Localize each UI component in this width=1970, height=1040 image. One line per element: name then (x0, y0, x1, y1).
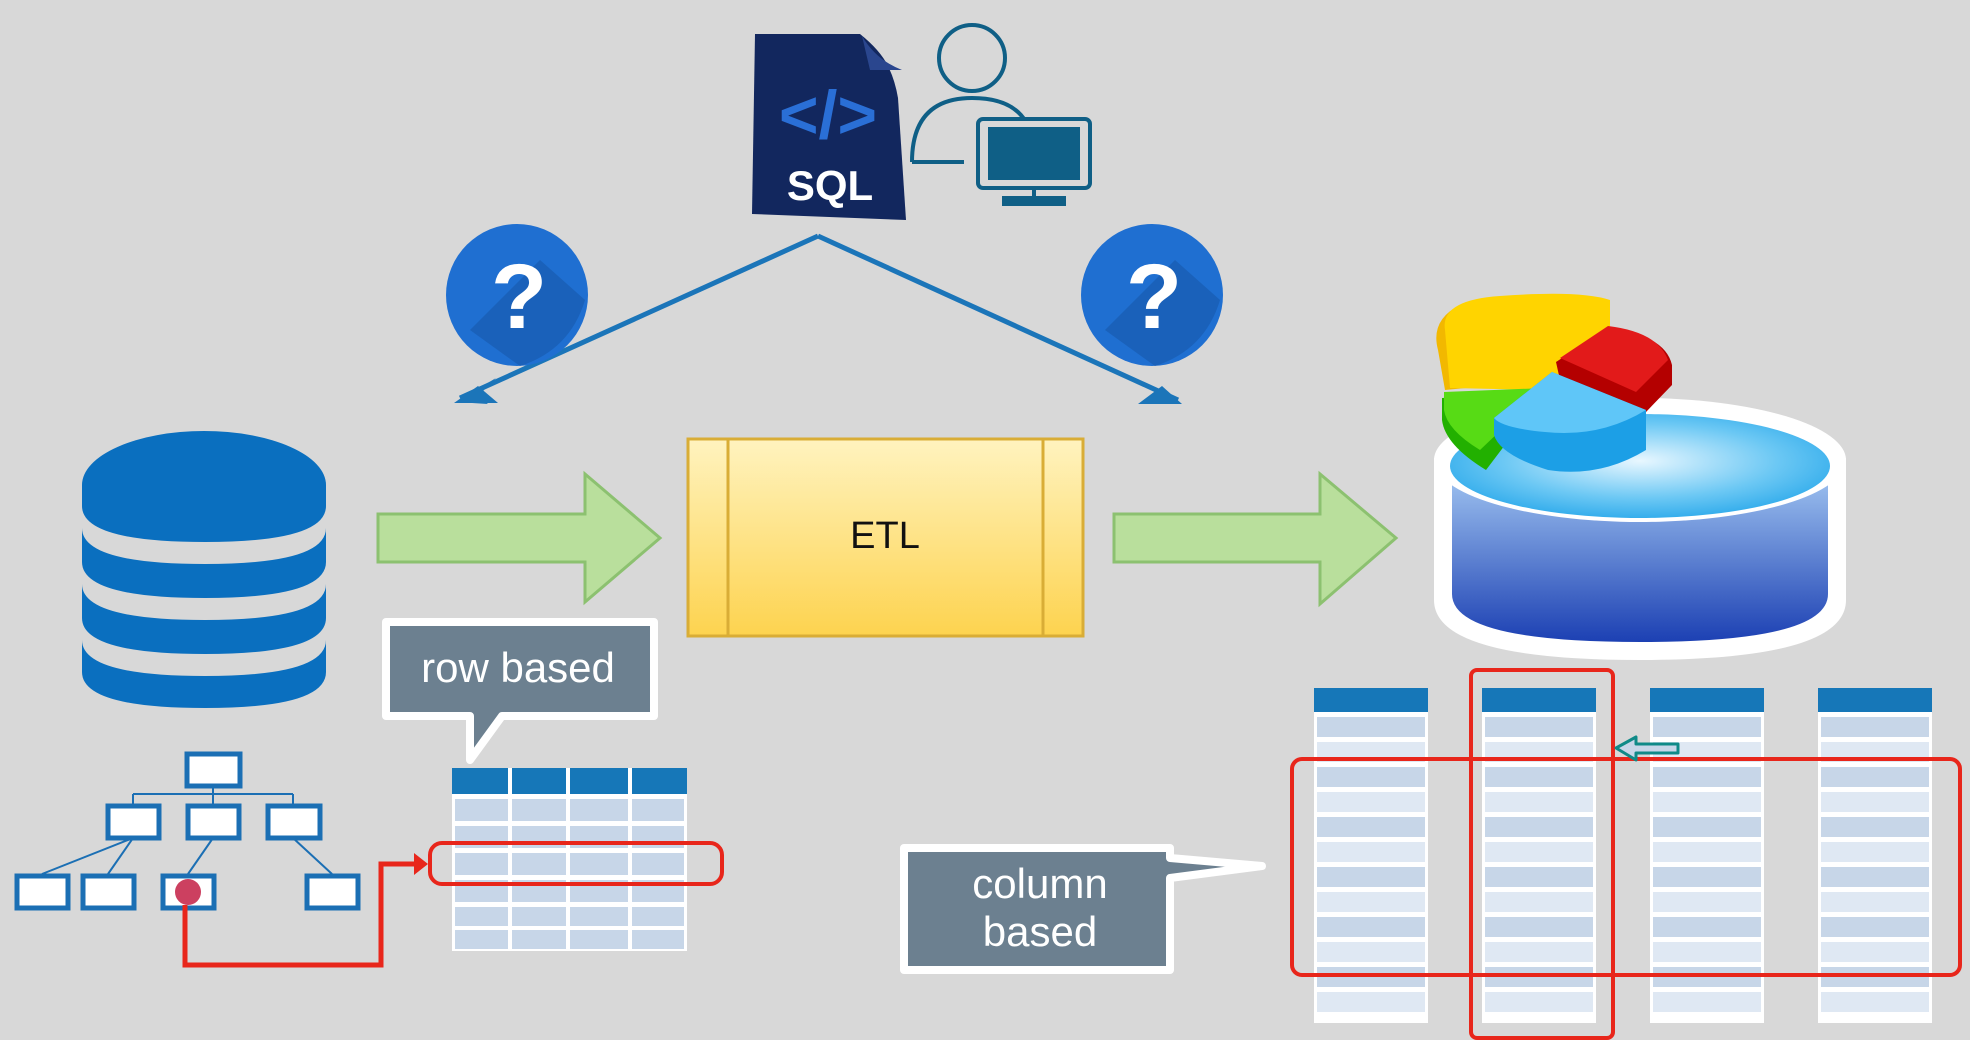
sql-document-icon: </> SQL (752, 34, 906, 220)
question-badge-right: ? (1081, 224, 1223, 366)
column-table (1482, 688, 1596, 1023)
column-based-callout: column based (900, 844, 1266, 974)
arrow-icon (1112, 470, 1399, 608)
user-computer-icon (910, 23, 1092, 206)
arrow-icon (376, 470, 663, 606)
question-icon: ? (1126, 246, 1182, 348)
query-arrows (454, 233, 1182, 404)
table-icon (452, 768, 687, 951)
question-badge-left: ? (446, 224, 588, 366)
row-link-connector (182, 861, 416, 968)
etl-label: ETL (850, 515, 920, 557)
column-table (1314, 688, 1428, 1023)
row-span-highlight (1290, 757, 1962, 977)
tree-icon (14, 751, 361, 911)
sql-label: SQL (787, 162, 873, 209)
arrow-icon (414, 853, 428, 875)
sql-code-glyph: </> (779, 77, 877, 153)
pie-chart-icon (1436, 293, 1672, 472)
question-icon: ? (491, 246, 547, 348)
column-table (1818, 688, 1932, 1023)
row-based-label: row based (421, 644, 615, 691)
data-warehouse-icon (1434, 398, 1846, 660)
database-icon (82, 431, 326, 708)
column-store (1314, 688, 1932, 1023)
etl-process-box: ETL (686, 437, 1085, 638)
column-highlight (1469, 668, 1615, 1040)
row-highlight (428, 841, 724, 886)
column-table (1650, 688, 1764, 1023)
column-based-label-line1: column (972, 860, 1107, 907)
row-based-callout: row based (382, 618, 658, 764)
column-based-label-line2: based (983, 908, 1097, 955)
arrow-icon (1614, 735, 1680, 762)
